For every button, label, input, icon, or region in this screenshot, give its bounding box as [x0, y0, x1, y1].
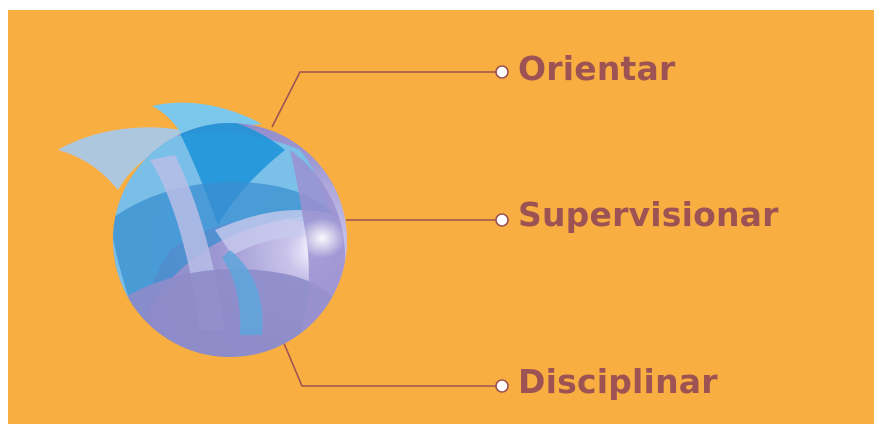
endpoint-circles	[495, 65, 509, 393]
connector-lines	[271, 71, 496, 387]
circle-endpoint-icon	[495, 379, 509, 393]
label-orientar: Orientar	[518, 49, 676, 88]
globe-sail-logo	[58, 102, 347, 357]
label-disciplinar: Disciplinar	[518, 362, 718, 401]
circle-endpoint-icon	[495, 213, 509, 227]
connector-orientar	[271, 71, 496, 128]
label-supervisionar: Supervisionar	[518, 195, 779, 234]
connector-disciplinar	[282, 340, 496, 387]
circle-endpoint-icon	[495, 65, 509, 79]
